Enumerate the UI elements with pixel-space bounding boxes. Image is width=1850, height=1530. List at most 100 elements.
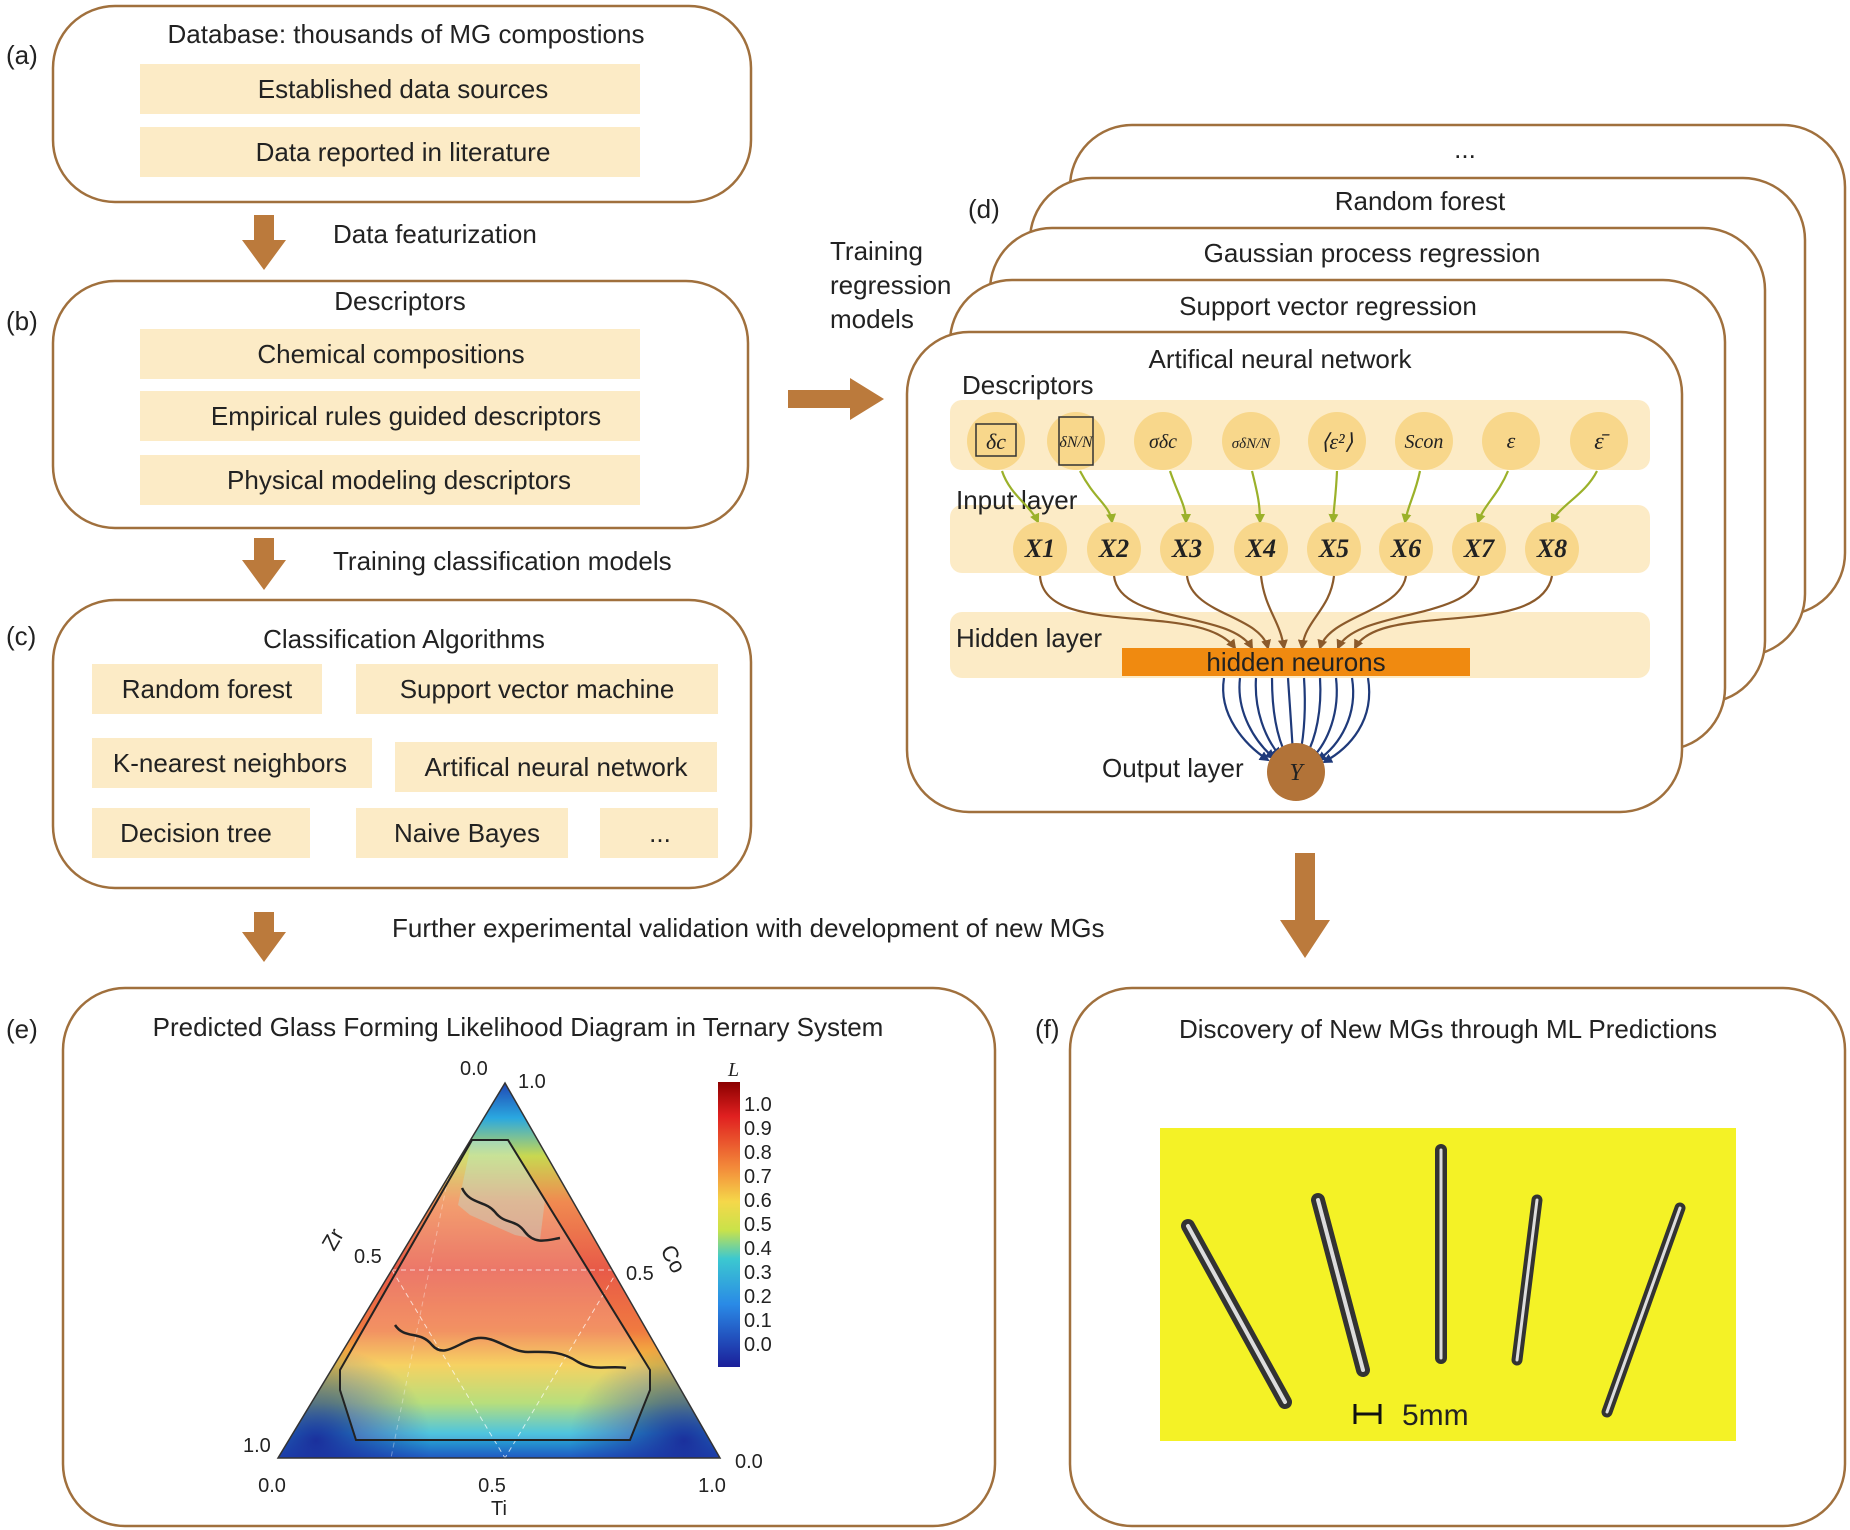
ann-card-title: Artifical neural network (1149, 344, 1413, 374)
panel-b-item-box (140, 391, 640, 441)
input-node (1307, 522, 1361, 576)
input-symbol: X3 (1171, 534, 1202, 563)
scale-bar-icon (1353, 1404, 1382, 1424)
descriptor-node (1570, 412, 1628, 470)
model-card-title: Support vector regression (1179, 291, 1477, 321)
input-node (1452, 522, 1506, 576)
panel-b-label: (b) (6, 306, 38, 336)
arrow-b-d-label: Training (830, 236, 923, 266)
grid-line (391, 1269, 506, 1458)
boundary-curve (460, 1187, 561, 1242)
down-arrow-icon (242, 912, 286, 962)
connector (1250, 470, 1265, 524)
colorbar-tick: 0.4 (744, 1238, 772, 1260)
descriptor-symbol: Scon (1405, 431, 1444, 453)
descriptor-arrows (1000, 470, 1598, 524)
colorbar-tick: 0.3 (744, 1262, 772, 1284)
model-card-title: Random forest (1335, 186, 1506, 216)
connector (1168, 470, 1191, 524)
tick-right: 0.0 (735, 1451, 763, 1473)
grid-line (390, 1177, 449, 1458)
right-arrow-icon (788, 378, 884, 420)
descriptor-symbol: ⟨ε²⟩ (1321, 429, 1354, 454)
arrow-b-c-label: Training classification models (333, 546, 672, 576)
panel-c-item: Artifical neural network (425, 752, 689, 782)
arrow-a-b: Data featurization (242, 215, 537, 270)
descriptor-symbol: σδN/N (1232, 436, 1272, 452)
panel-b-item: Chemical compositions (257, 339, 524, 369)
colorbar-tick: 0.8 (744, 1142, 772, 1164)
arrow-b-c: Training classification models (242, 538, 672, 590)
connector (1254, 677, 1282, 758)
input-node (1234, 522, 1288, 576)
descriptors-label: Descriptors (962, 370, 1093, 400)
colorbar (718, 1082, 740, 1367)
axis-ti: Ti (491, 1498, 507, 1520)
panel-c-title: Classification Algorithms (263, 624, 545, 654)
input-nodes: X1 X2 X3 X4 X5 X6 X7 X8 (1013, 522, 1579, 576)
connector (1259, 575, 1288, 650)
connector (1401, 470, 1422, 524)
panel-c-item-box (92, 664, 322, 714)
sample-photo: 5mm (1160, 1128, 1736, 1441)
panel-b-item: Physical modeling descriptors (227, 465, 571, 495)
input-symbol: X2 (1098, 534, 1129, 563)
panel-c-item: K-nearest neighbors (113, 748, 347, 778)
tick-top: 1.0 (518, 1071, 546, 1093)
down-arrow-icon (1280, 853, 1330, 958)
colorbar-tick: 0.7 (744, 1166, 772, 1188)
input-node (1379, 522, 1433, 576)
arrow-bottom-label: Further experimental validation with dev… (392, 913, 1104, 943)
input-symbol: X7 (1463, 534, 1495, 563)
panel-c-item-box (92, 738, 372, 788)
mg-rods (1181, 1144, 1686, 1418)
connector (1328, 470, 1339, 524)
panel-d-label: (d) (968, 194, 1000, 224)
panel-c-label: (c) (6, 621, 36, 651)
descriptor-symbol: σδc (1149, 431, 1177, 453)
panel-c-item: Random forest (122, 674, 293, 704)
connector (1354, 575, 1554, 650)
input-arrows (1038, 575, 1554, 650)
tick-bottom: 0.5 (478, 1475, 506, 1497)
panel-c-item-box (600, 808, 718, 858)
panel-a-title: Database: thousands of MG compostions (168, 19, 645, 49)
hexagon-tint (340, 1140, 650, 1440)
connector (1317, 575, 1408, 650)
colorbar-tick: 0.0 (744, 1334, 772, 1356)
descriptor-nodes: δc δN/N σδc σδN/N ⟨ε²⟩ Scon ε ε̄ (967, 412, 1628, 470)
panel-c-item-box (356, 664, 718, 714)
input-layer-label: Input layer (956, 485, 1078, 515)
arrow-a-b-label: Data featurization (333, 219, 537, 249)
panel-a-item: Data reported in literature (256, 137, 551, 167)
arrow-bottom: Further experimental validation with dev… (242, 853, 1330, 962)
connector (1038, 575, 1237, 650)
input-node (1087, 522, 1141, 576)
panel-c-item: Naive Bayes (394, 818, 540, 848)
output-node (1267, 743, 1325, 801)
hexagon-region (339, 1139, 651, 1441)
connector (1322, 677, 1371, 763)
output-symbol: Y (1289, 760, 1305, 786)
hidden-neurons-label: hidden neurons (1206, 647, 1385, 677)
descriptor-node (1047, 412, 1105, 470)
panel-c-item-box (356, 808, 568, 858)
rod-highlight (1515, 1198, 1539, 1362)
tick-left: 0.5 (354, 1246, 382, 1268)
connector (1297, 575, 1336, 650)
connector (1079, 470, 1117, 524)
down-arrow-icon (242, 538, 286, 590)
arrow-b-d-label: regression (830, 270, 951, 300)
output-layer-label: Output layer (1102, 753, 1244, 783)
tick-bottom: 0.0 (258, 1475, 286, 1497)
colorbar-title: L (727, 1059, 739, 1081)
colorbar-tick: 1.0 (744, 1094, 772, 1116)
panel-d: (d) ... Random forest Gaussian process r… (905, 123, 1847, 814)
panel-b-title: Descriptors (334, 286, 465, 316)
descriptor-node (1134, 412, 1192, 470)
descriptor-symbol: δc (986, 429, 1006, 454)
arrow-b-d-label: models (830, 304, 914, 334)
descriptor-node (1222, 412, 1280, 470)
